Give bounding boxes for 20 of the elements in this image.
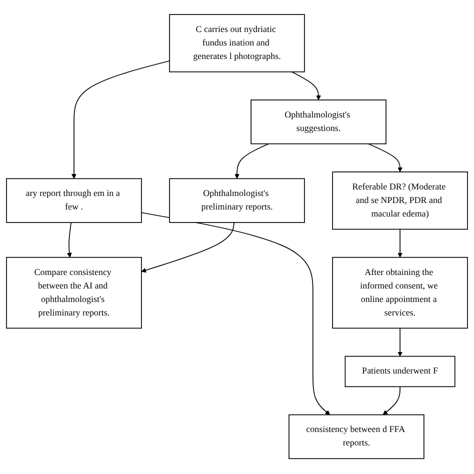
arrow <box>66 222 72 258</box>
arrow <box>382 386 400 416</box>
arrow <box>291 72 321 101</box>
node-box <box>6 178 142 224</box>
arrow <box>72 60 170 180</box>
arrow <box>398 328 402 357</box>
node-box <box>332 257 468 330</box>
arrow <box>368 144 402 173</box>
node-box <box>169 178 305 224</box>
flowchart: C carries out nydriatic fundus ination and generates l photographs. Ophthalmologist's suggestions. ary report through em in a few . Ophthalmologist's preliminary reports. Referable DR? (Moderate and se NPDR, PDR and macular edema) Compare consistency between the AI and ophthalmologist's preliminary reports. After obtaining the informed consent, we online appointment a services. Patients underwent F consistency between d FFA reports. <box>2 10 472 464</box>
arrow <box>234 144 270 180</box>
node-box <box>169 14 305 73</box>
node-box <box>344 356 456 388</box>
arrow <box>141 212 330 416</box>
node-box <box>250 100 386 145</box>
node-box <box>332 172 468 230</box>
arrow <box>398 229 402 258</box>
node-box <box>288 414 424 460</box>
node-box <box>6 257 142 330</box>
arrow <box>141 222 235 274</box>
